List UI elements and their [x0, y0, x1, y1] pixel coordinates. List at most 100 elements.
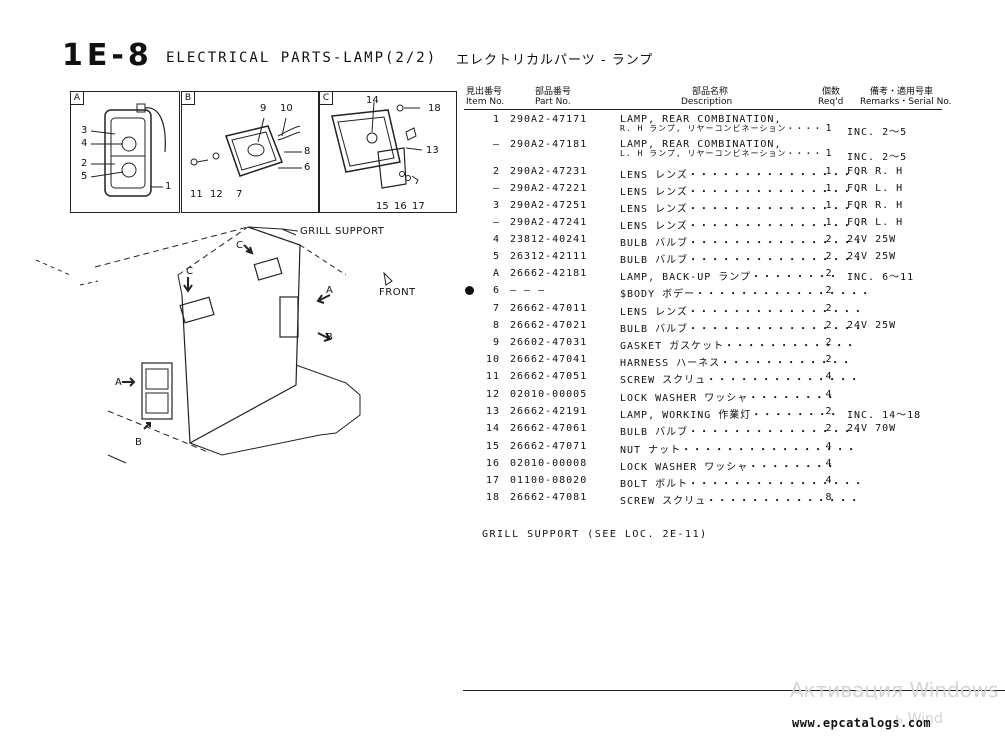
view-arrow-label-c2: C — [236, 240, 244, 251]
callout-c-14: 14 — [366, 95, 379, 106]
part-no: 26662-42181 — [510, 268, 588, 279]
item-no: A — [492, 268, 500, 279]
part-no: 26662-47071 — [510, 441, 588, 452]
header-desc: Description — [681, 97, 733, 107]
header-part-jp: 部品番号 — [535, 87, 572, 97]
remarks: INC. 2～5 — [847, 127, 908, 138]
qty: 8 — [825, 492, 833, 503]
part-no: 23812-40241 — [510, 234, 588, 245]
qty: 4 — [825, 441, 833, 452]
qty: 2 — [825, 320, 833, 331]
callout-a-3: 3 — [81, 125, 88, 136]
assembly-marker-dot — [465, 286, 474, 295]
front-label: FRONT — [379, 287, 416, 298]
header-qty-jp: 個数 — [822, 87, 841, 97]
item-no: 2 — [492, 166, 500, 177]
qty: 2 — [825, 406, 833, 417]
callout-b-8: 8 — [304, 146, 311, 157]
part-no: 02010-00008 — [510, 458, 588, 469]
view-arrow-label-b2: B — [135, 437, 143, 448]
qty: 1 — [825, 123, 833, 134]
item-no: 7 — [492, 303, 500, 314]
item-no: – — [492, 183, 500, 194]
windows-activation-watermark: Активация Windows — [790, 678, 999, 702]
part-no: 02010-00005 — [510, 389, 588, 400]
remarks: 24V 25W — [847, 251, 897, 262]
description-line2: L. H ランプ, リヤーコンビネーション・・・・ — [620, 149, 823, 158]
description: GASKET ガスケット・・・・・・・・・・・・ — [620, 341, 857, 352]
item-no: 4 — [492, 234, 500, 245]
page-title-jp: エレクトリカルパーツ - ランプ — [456, 53, 654, 68]
description: NUT ナット・・・・・・・・・・・・・・・・ — [620, 445, 858, 456]
description: LAMP, WORKING 作業灯・・・・・・・・ — [620, 410, 840, 421]
item-no: 15 — [485, 441, 500, 452]
part-no: 290A2-47231 — [510, 166, 588, 177]
callout-a-1: 1 — [165, 181, 172, 192]
callout-a-5: 5 — [81, 171, 88, 182]
view-arrow-label-c1: C — [186, 266, 194, 277]
remarks: INC. 6～11 — [847, 272, 915, 283]
header-desc-jp: 部品名称 — [692, 87, 729, 97]
description: LENS レンズ・・・・・・・・・・・・・・・・ — [620, 221, 864, 232]
qty: 1 — [825, 166, 833, 177]
header-item-jp: 見出番号 — [466, 87, 503, 97]
site-url[interactable]: www.epcatalogs.com — [792, 716, 932, 730]
qty: 2 — [825, 234, 833, 245]
windows-activation-watermark-line2: ь Wind — [895, 711, 943, 727]
part-no: 01100-08020 — [510, 475, 588, 486]
qty: 1 — [825, 200, 833, 211]
machine-overview-drawing — [35, 226, 393, 464]
remarks: FOR L. H — [847, 183, 904, 194]
grill-support-note: GRILL SUPPORT (SEE LOC. 2E-11) — [482, 529, 708, 540]
description: SCREW スクリュ・・・・・・・・・・・・・・ — [620, 496, 861, 507]
remarks: FOR R. H — [847, 166, 904, 177]
part-no: 290A2-47251 — [510, 200, 588, 211]
description: LOCK WASHER ワッシャ・・・・・・・・ — [620, 462, 837, 473]
part-no: 290A2-47171 — [510, 114, 588, 125]
callout-b-7: 7 — [236, 189, 243, 200]
callout-c-17: 17 — [412, 201, 425, 212]
callout-c-18: 18 — [428, 103, 441, 114]
part-no: 26662-47011 — [510, 303, 588, 314]
remarks: 24V 25W — [847, 234, 897, 245]
remarks: 24V 70W — [847, 423, 897, 434]
item-no: 18 — [485, 492, 500, 503]
item-no: 5 — [492, 251, 500, 262]
item-no: 6 — [492, 285, 500, 296]
detail-box-c: C 14 18 13 15 16 17 — [319, 91, 457, 213]
description: LOCK WASHER ワッシャ・・・・・・・・ — [620, 393, 837, 404]
item-no: 11 — [485, 371, 500, 382]
item-no: 17 — [485, 475, 500, 486]
detail-box-b: B 9 10 8 6 11 12 7 — [181, 91, 319, 213]
item-no: 8 — [492, 320, 500, 331]
bottom-rule — [463, 690, 1005, 691]
description: LAMP, REAR COMBINATION, — [620, 139, 782, 150]
part-no: 26662-47051 — [510, 371, 588, 382]
header-qty: Req'd — [818, 97, 844, 107]
box-letter-b: B — [182, 92, 195, 105]
callout-b-12: 12 — [210, 189, 223, 200]
qty: 2 — [825, 337, 833, 348]
part-no: 26662-47041 — [510, 354, 588, 365]
description: HARNESS ハーネス・・・・・・・・・・・・ — [620, 358, 853, 369]
description: SCREW スクリュ・・・・・・・・・・・・・・ — [620, 375, 861, 386]
description: LAMP, BACK-UP ランプ・・・・・・・・ — [620, 272, 839, 283]
item-no: – — [492, 139, 500, 150]
part-no: – – – — [510, 285, 546, 296]
qty: 1 — [825, 183, 833, 194]
qty: 2 — [825, 303, 833, 314]
header-rem-jp: 備考・適用号車 — [870, 87, 934, 97]
remarks: INC. 2～5 — [847, 152, 908, 163]
box-letter-a: A — [71, 92, 84, 105]
header-part: Part No. — [535, 97, 571, 107]
callout-a-4: 4 — [81, 138, 88, 149]
callout-b-6: 6 — [304, 162, 311, 173]
qty: 2 — [825, 251, 833, 262]
qty: 1 — [825, 148, 833, 159]
description: BULB バルブ・・・・・・・・・・・・・・・・ — [620, 324, 865, 335]
callout-a-2: 2 — [81, 158, 88, 169]
callout-c-15: 15 — [376, 201, 389, 212]
item-no: 13 — [485, 406, 500, 417]
header-rule — [464, 109, 942, 110]
qty: 2 — [825, 423, 833, 434]
